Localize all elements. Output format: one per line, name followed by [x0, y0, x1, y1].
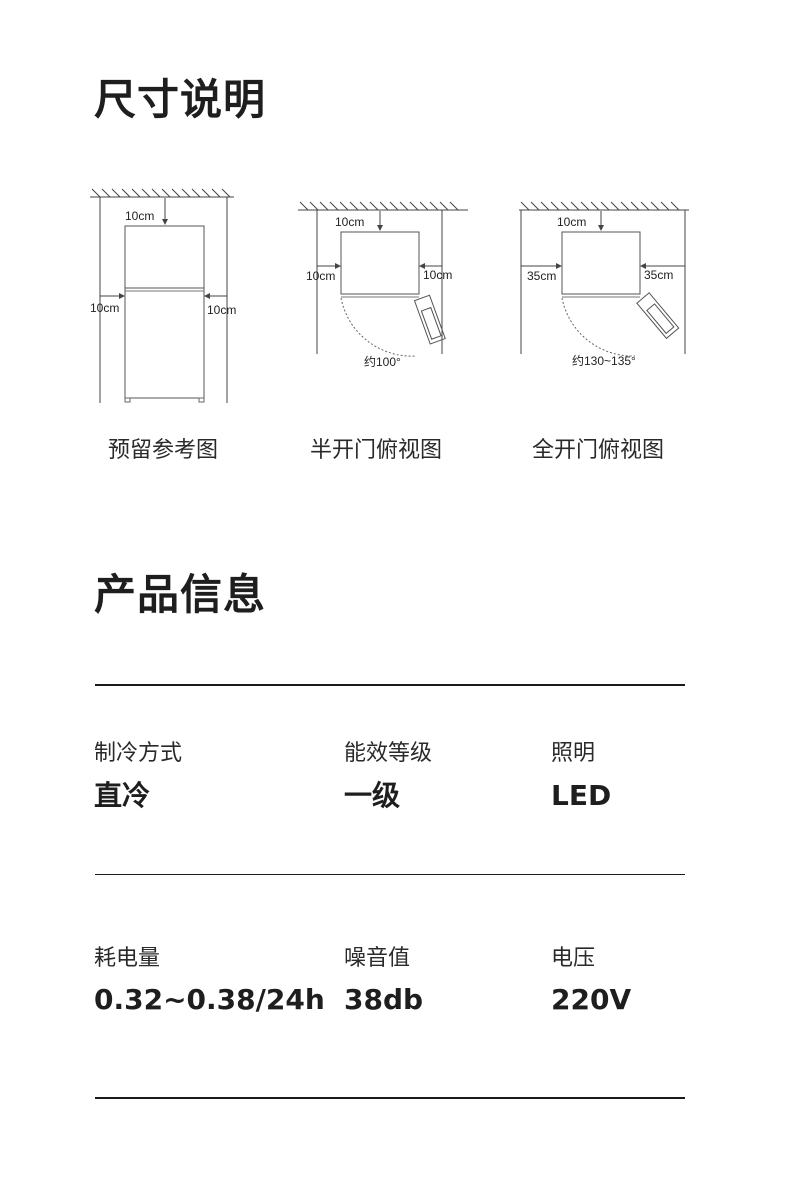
top-clearance-label: 10cm [125, 209, 154, 223]
fridge-body [340, 231, 420, 295]
left-clearance-label: 35cm [527, 269, 556, 283]
right-clearance-label: 10cm [207, 303, 236, 317]
right-clearance-label: 35cm [644, 268, 673, 282]
door-swing-arc [340, 297, 417, 357]
spec-value-cooling: 直冷 [94, 779, 151, 812]
spec-label-voltage: 电压 [551, 946, 596, 971]
spec-value-power-consumption: 0.32~0.38/24h [94, 983, 325, 1016]
left-clearance-label: 10cm [306, 269, 335, 283]
spec-label-cooling: 制冷方式 [94, 741, 183, 766]
spec-label-power-consumption: 耗电量 [94, 946, 161, 971]
right-clearance-label: 10cm [423, 268, 452, 282]
spec-value-energy: 一级 [344, 779, 401, 812]
full-open-top-view-diagram: 10cm 35cm 35cm 约130~135° [519, 201, 689, 368]
door-angle-label: 约130~135° [572, 353, 636, 368]
spec-value-noise: 38db [344, 983, 424, 1016]
spec-value-lighting: LED [551, 779, 612, 812]
top-clearance-label: 10cm [557, 215, 586, 229]
spec-label-lighting: 照明 [551, 741, 596, 766]
ceiling-hatch [299, 201, 459, 211]
spec-value-voltage: 220V [551, 983, 632, 1016]
divider [95, 684, 685, 686]
caption-half-open-top-view: 半开门俯视图 [310, 438, 443, 463]
caption-clearance-reference: 预留参考图 [108, 438, 219, 463]
door-swing-arc [561, 297, 636, 357]
fridge-body [561, 231, 641, 295]
open-door [413, 294, 446, 345]
section-title-size: 尺寸说明 [94, 75, 267, 124]
clearance-reference-diagram: 10cm 10cm 10cm [90, 188, 236, 403]
caption-full-open-top-view: 全开门俯视图 [532, 438, 665, 463]
half-open-top-view-diagram: 10cm 10cm 10cm 约100° [298, 201, 468, 369]
fridge-body [124, 225, 205, 399]
divider [95, 1097, 685, 1099]
ceiling-hatch [91, 188, 231, 198]
section-title-info: 产品信息 [94, 570, 267, 619]
spec-label-energy: 能效等级 [344, 741, 433, 766]
ceiling-hatch [520, 201, 680, 211]
open-door [636, 292, 680, 340]
door-angle-label: 约100° [364, 354, 401, 369]
left-clearance-label: 10cm [90, 301, 119, 315]
divider [95, 874, 685, 875]
top-clearance-label: 10cm [335, 215, 364, 229]
spec-label-noise: 噪音值 [344, 946, 411, 971]
